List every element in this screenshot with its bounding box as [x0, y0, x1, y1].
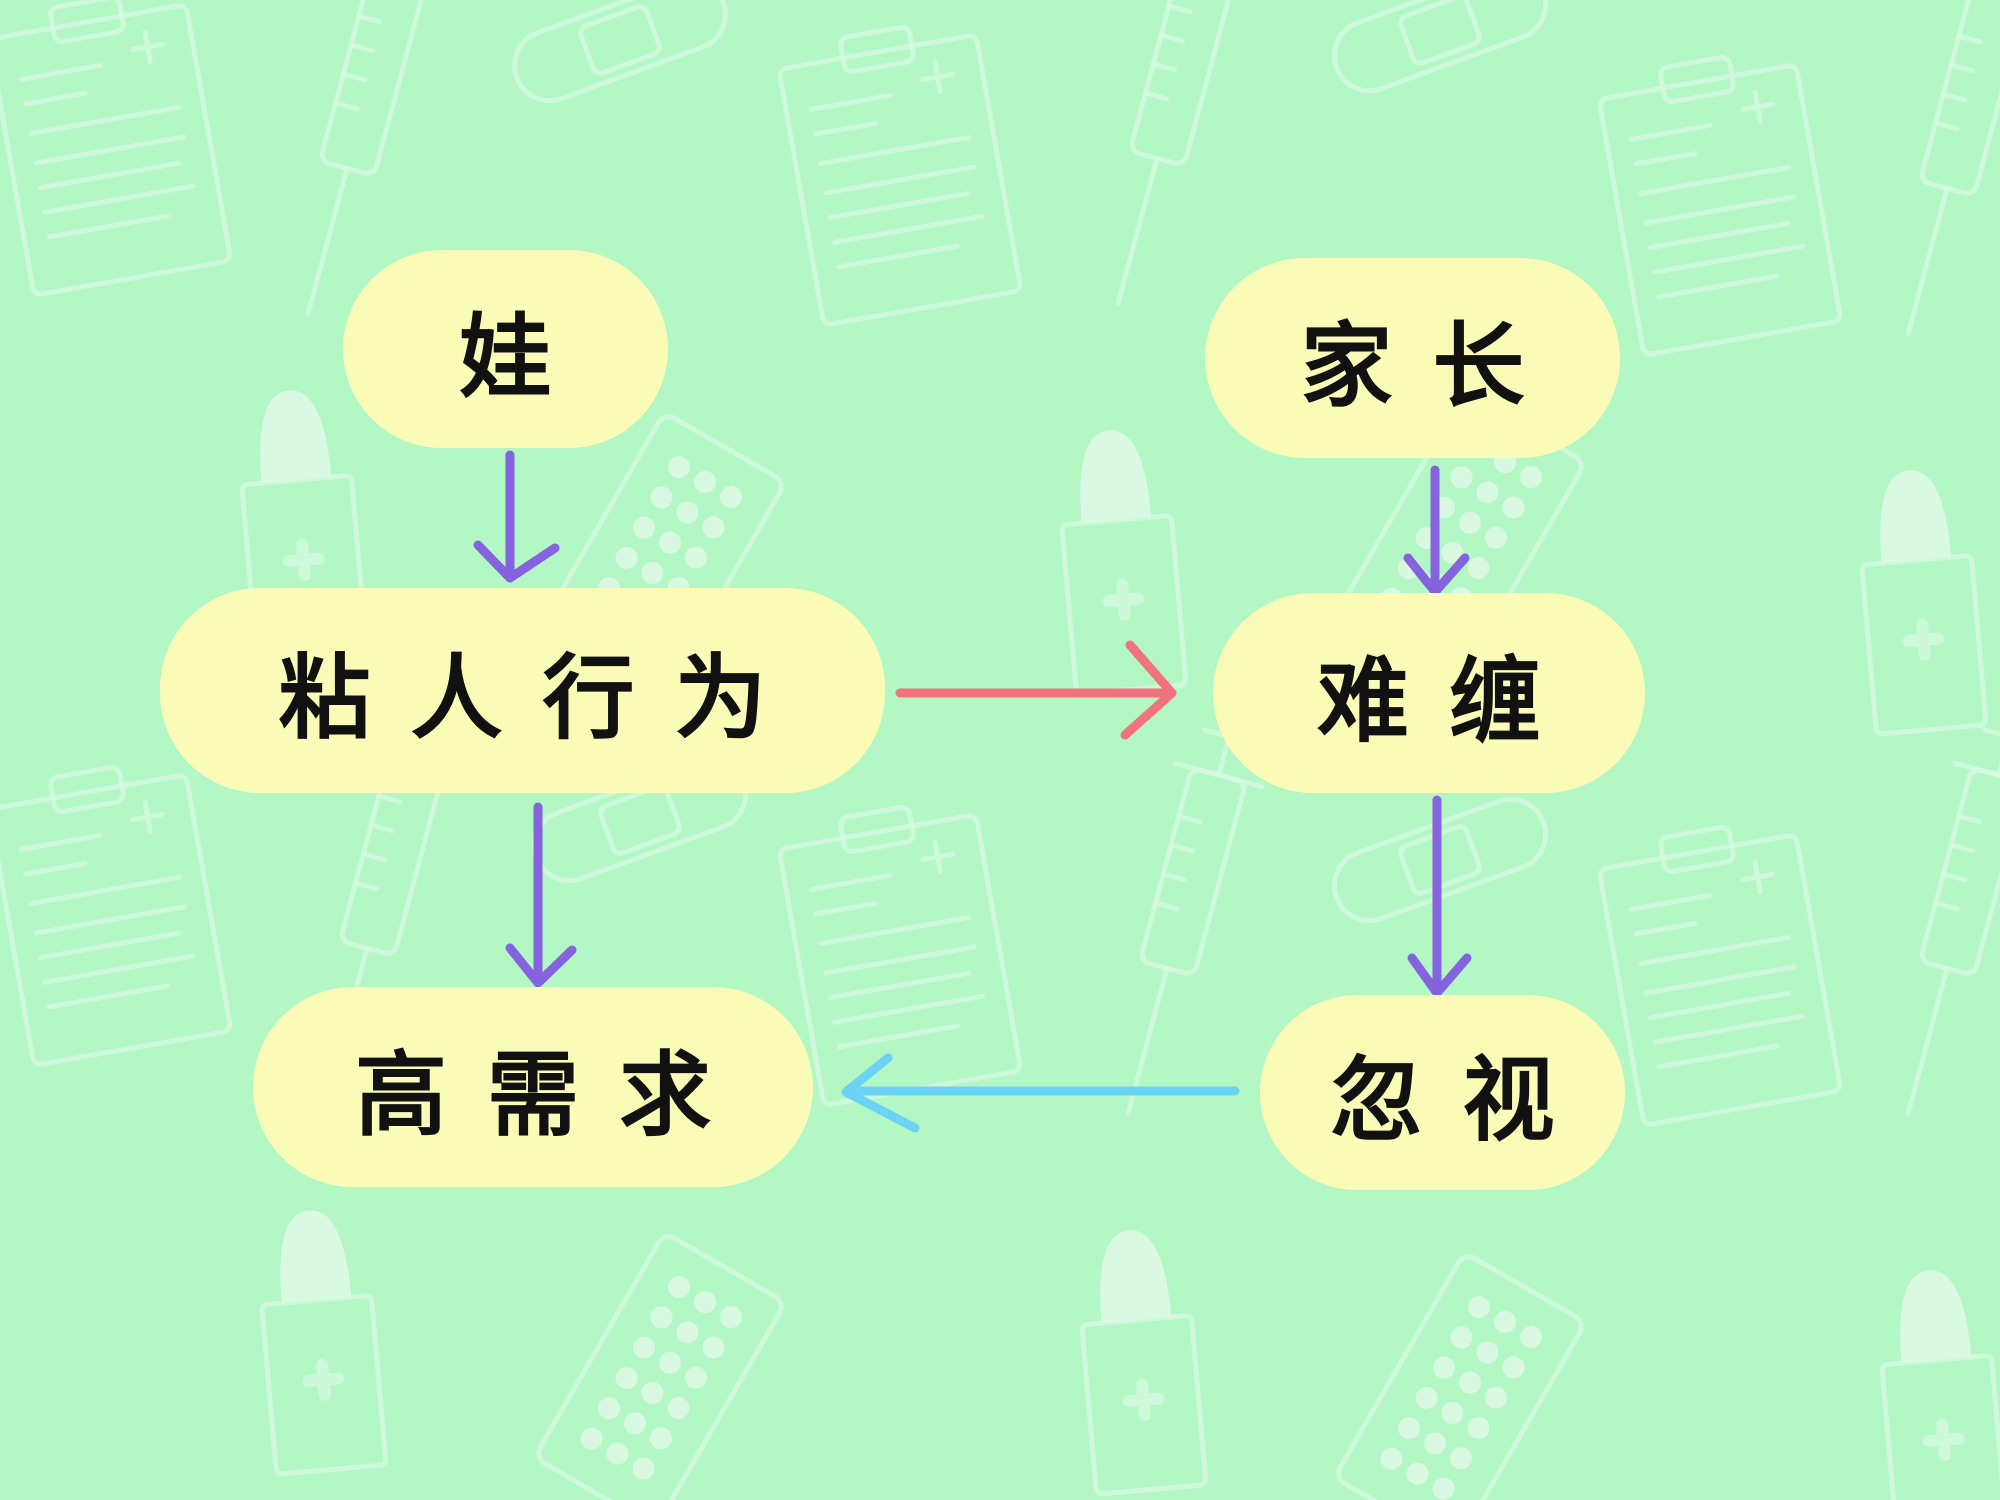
- node-baby: 娃: [343, 250, 668, 448]
- node-parent: 家长: [1205, 258, 1620, 458]
- node-high-need: 高需求: [253, 987, 813, 1187]
- node-ignore: 忽视: [1260, 995, 1625, 1190]
- arrow-ignore-to-high-need: [841, 1053, 1240, 1133]
- node-label-high-need: 高需求: [354, 1041, 751, 1149]
- arrow-clingy-to-high-need: [505, 802, 577, 988]
- node-label-baby: 娃: [459, 303, 552, 411]
- arrow-baby-to-clingy: [473, 450, 560, 583]
- node-label-clingy: 粘人行为: [278, 645, 807, 752]
- arrow-clingy-to-pester: [895, 640, 1177, 740]
- arrow-parent-to-pester: [1403, 465, 1470, 597]
- arrow-pester-to-ignore: [1407, 795, 1472, 998]
- node-clingy: 粘人行为: [160, 588, 885, 793]
- node-label-ignore: 忽视: [1330, 1047, 1595, 1154]
- node-label-parent: 家长: [1300, 312, 1565, 420]
- node-pester: 难缠: [1213, 593, 1645, 793]
- node-label-pester: 难缠: [1316, 647, 1581, 755]
